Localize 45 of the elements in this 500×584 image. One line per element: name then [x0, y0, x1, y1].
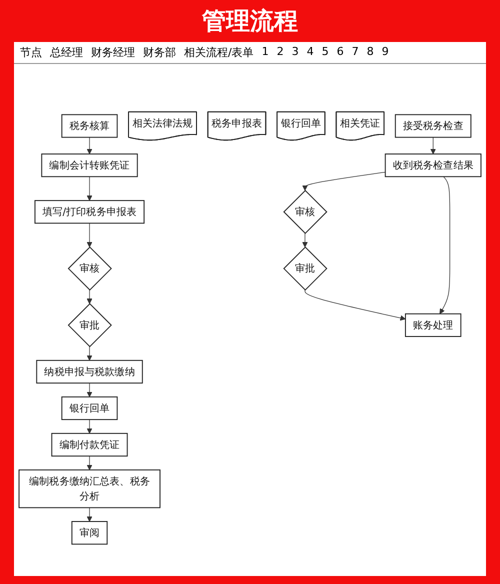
- column-header: 节点: [20, 45, 42, 60]
- step-number: 1: [262, 45, 269, 60]
- column-header: 财务经理: [91, 45, 135, 60]
- arrow: [86, 222, 92, 248]
- step-number: 7: [352, 45, 359, 60]
- node-diamond: [68, 303, 112, 348]
- node-box: [36, 360, 143, 384]
- arrow: [86, 290, 92, 304]
- node-box: [51, 432, 128, 457]
- step-number: 2: [276, 45, 284, 60]
- arrow: [440, 176, 450, 314]
- column-header: 总经理: [50, 45, 83, 60]
- step-number: 8: [366, 45, 374, 60]
- arrow: [86, 137, 92, 154]
- arrow: [86, 382, 92, 398]
- column-header: 相关流程/表单: [184, 45, 254, 60]
- step-number: 3: [292, 45, 299, 60]
- node-diamond: [68, 246, 112, 291]
- step-number: 9: [382, 45, 389, 60]
- arrow: [304, 290, 406, 321]
- arrow: [302, 172, 386, 191]
- step-number: 6: [336, 45, 344, 60]
- node-diamond: [283, 190, 328, 234]
- node-diamond: [283, 246, 328, 291]
- node-box: [61, 114, 118, 138]
- step-number: 4: [306, 45, 314, 60]
- arrow: [430, 137, 436, 154]
- step-number: 5: [322, 45, 329, 60]
- column-header: 财务部: [143, 45, 176, 60]
- table-background: 节点 总经理 财务经理 财务部 相关流程/表单 1 2 3 4 5 6 7 8 9 税务核算 相关法律法规 编制会计转账凭证 填写/打印税务申报表 税务申报表 审核 审批 纳税申报与税款缴纳 银行回单 银行回单 编制付款凭证 相关凭证 编制税务缴纳汇总表、税务分析 审阅 接受税务检查 收到税务检查结果 审核 审批 账务处理: [14, 42, 486, 576]
- title: 管理流程: [200, 6, 299, 37]
- node-box: [61, 396, 118, 420]
- arrow: [86, 507, 92, 522]
- node-box: [34, 200, 145, 224]
- node-box: [404, 313, 462, 337]
- node-box: [41, 154, 138, 178]
- arrow: [86, 176, 92, 201]
- node-box: [18, 469, 160, 508]
- arrow: [86, 346, 92, 361]
- node-box: [71, 521, 108, 545]
- node-box: [384, 154, 482, 178]
- arrow: [86, 419, 92, 434]
- arrow: [302, 232, 308, 248]
- arrow: [86, 456, 92, 470]
- node-box: [394, 114, 472, 138]
